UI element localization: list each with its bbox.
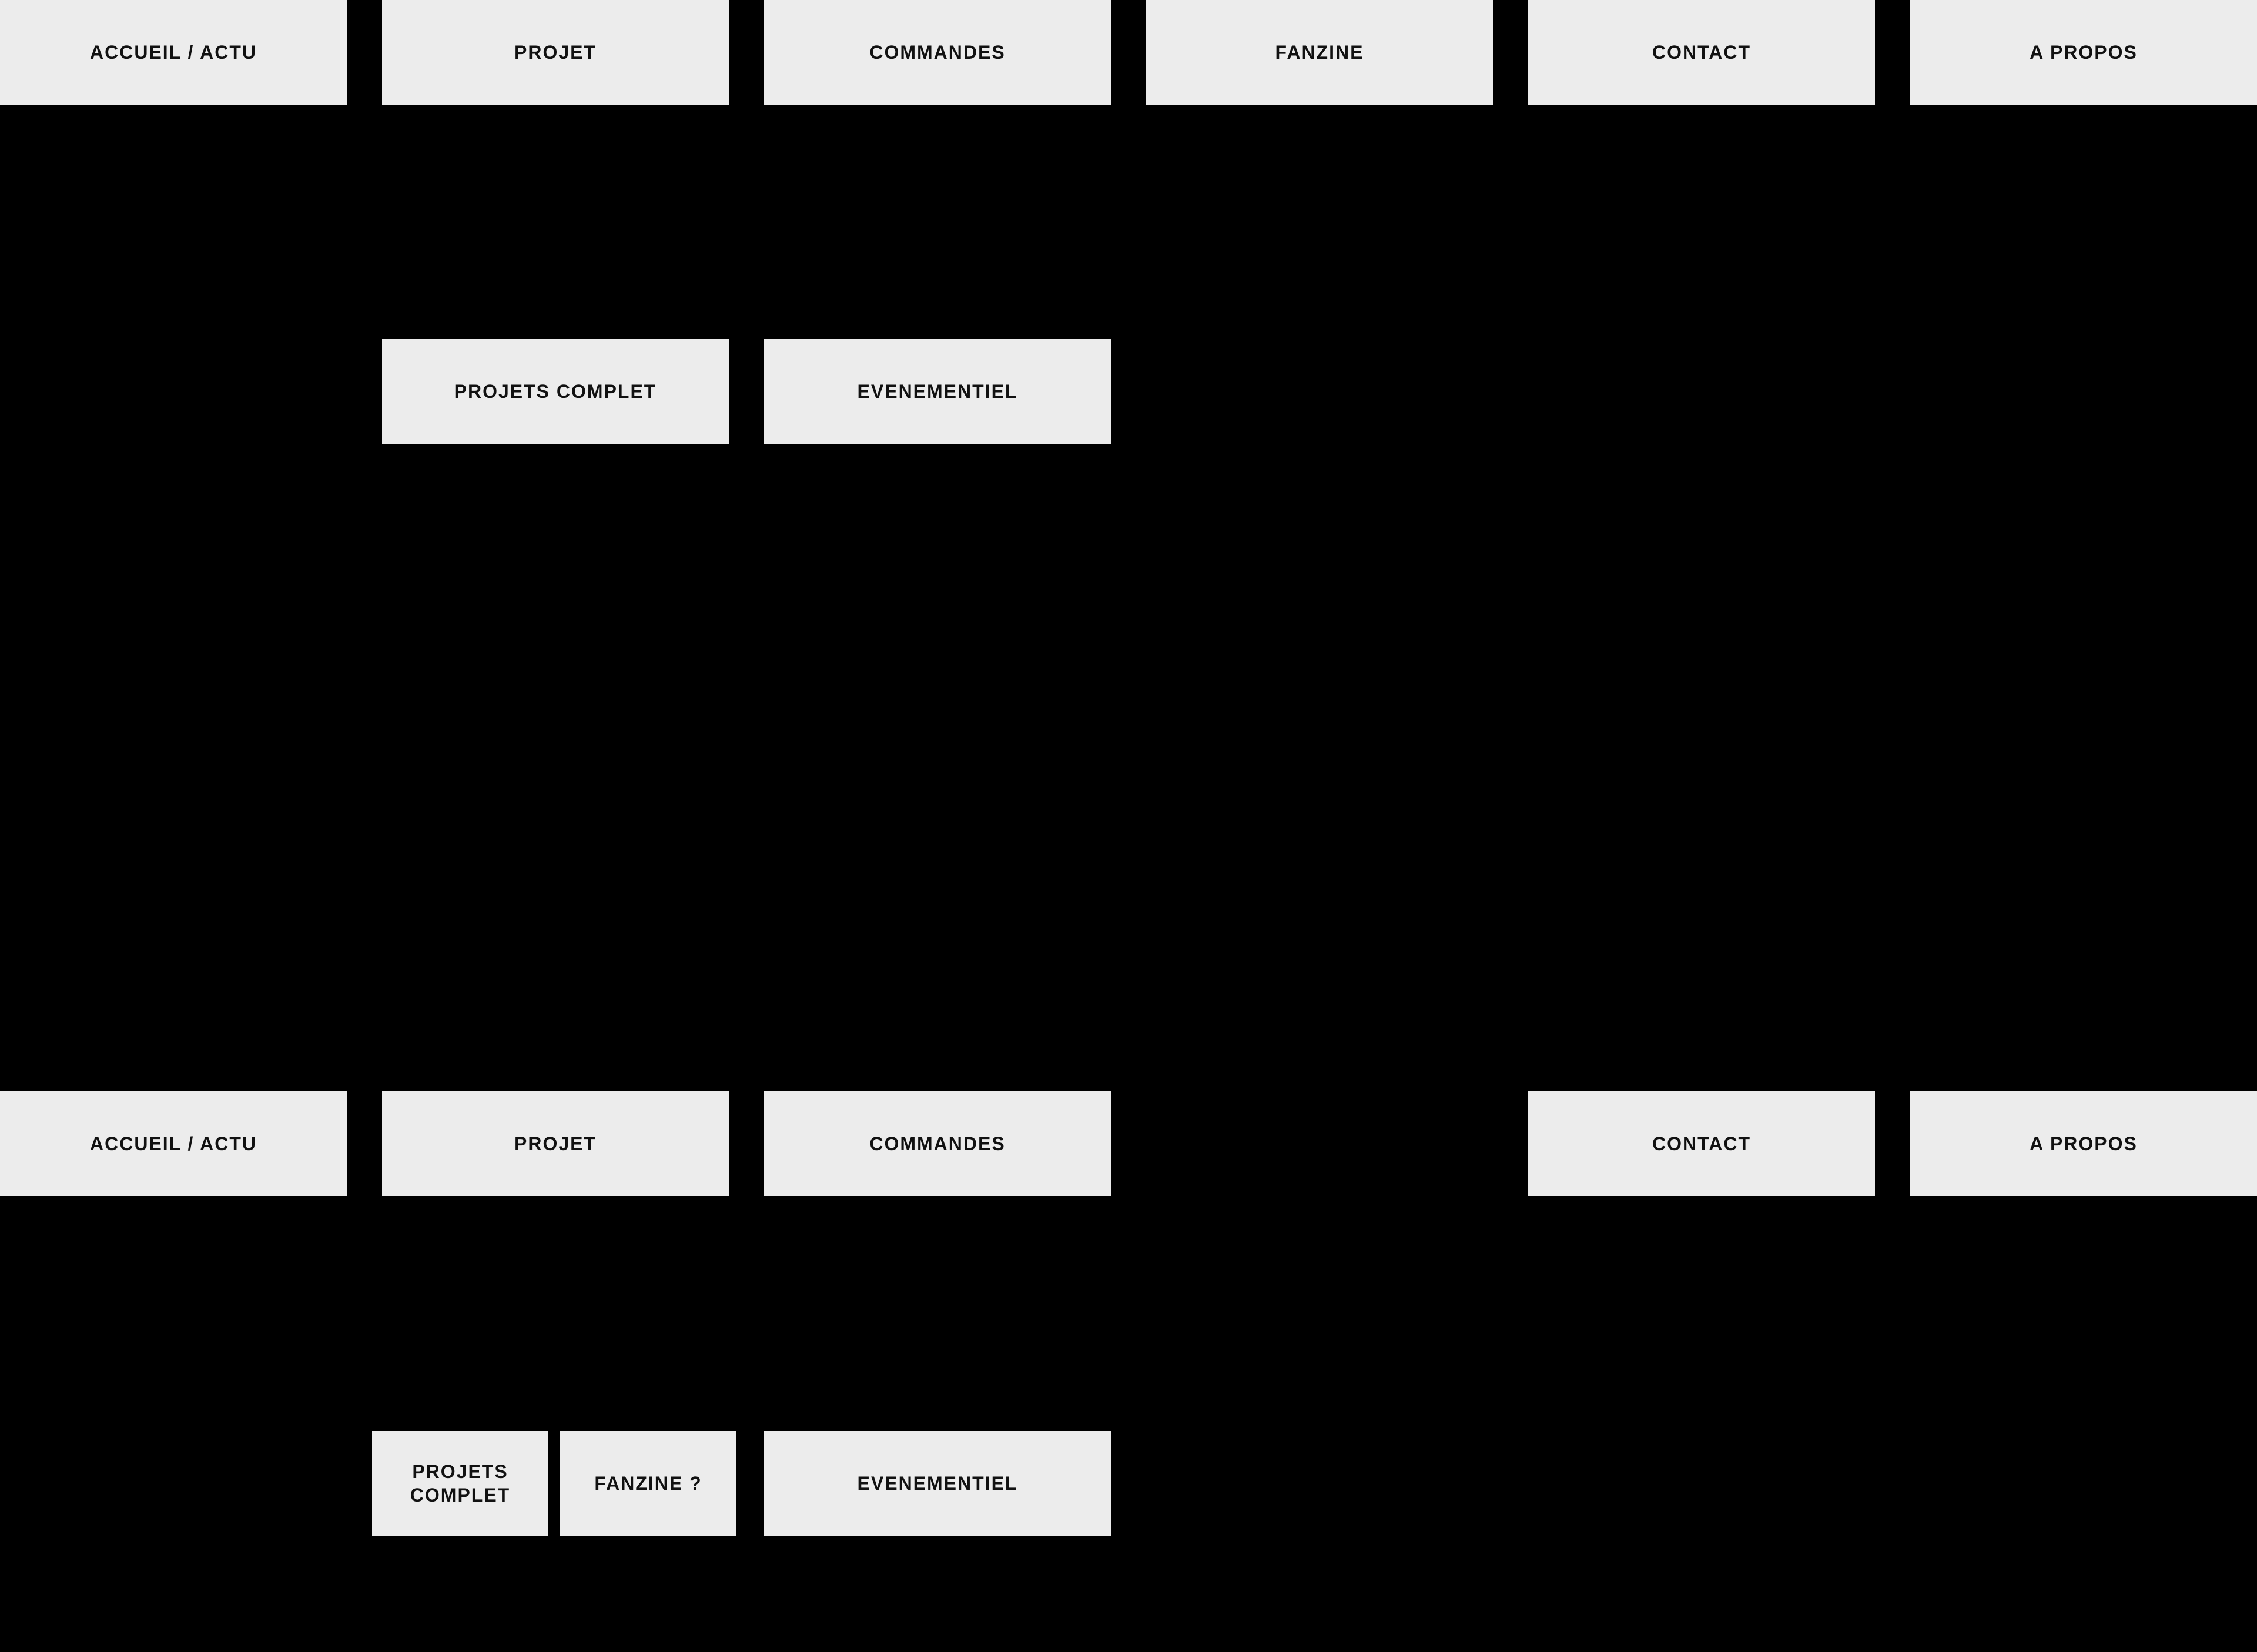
node-commandes-v1: COMMANDES	[764, 0, 1111, 105]
node-contact-v1: CONTACT	[1528, 0, 1875, 105]
node-projet-v2: PROJET	[382, 1091, 729, 1196]
node-evenementiel-v1: EVENEMENTIEL	[764, 339, 1111, 444]
node-accueil-actu-v1: ACCUEIL / ACTU	[0, 0, 347, 105]
node-fanzine-v1: FANZINE	[1146, 0, 1493, 105]
node-accueil-actu-v2: ACCUEIL / ACTU	[0, 1091, 347, 1196]
node-fanzine-question-v2: FANZINE ?	[560, 1431, 736, 1536]
node-projets-complet-v2: PROJETS COMPLET	[372, 1431, 548, 1536]
node-contact-v2: CONTACT	[1528, 1091, 1875, 1196]
node-a-propos-v2: A PROPOS	[1910, 1091, 2257, 1196]
node-commandes-v2: COMMANDES	[764, 1091, 1111, 1196]
node-evenementiel-v2: EVENEMENTIEL	[764, 1431, 1111, 1536]
node-projet-v1: PROJET	[382, 0, 729, 105]
node-a-propos-v1: A PROPOS	[1910, 0, 2257, 105]
node-projets-complet-v1: PROJETS COMPLET	[382, 339, 729, 444]
